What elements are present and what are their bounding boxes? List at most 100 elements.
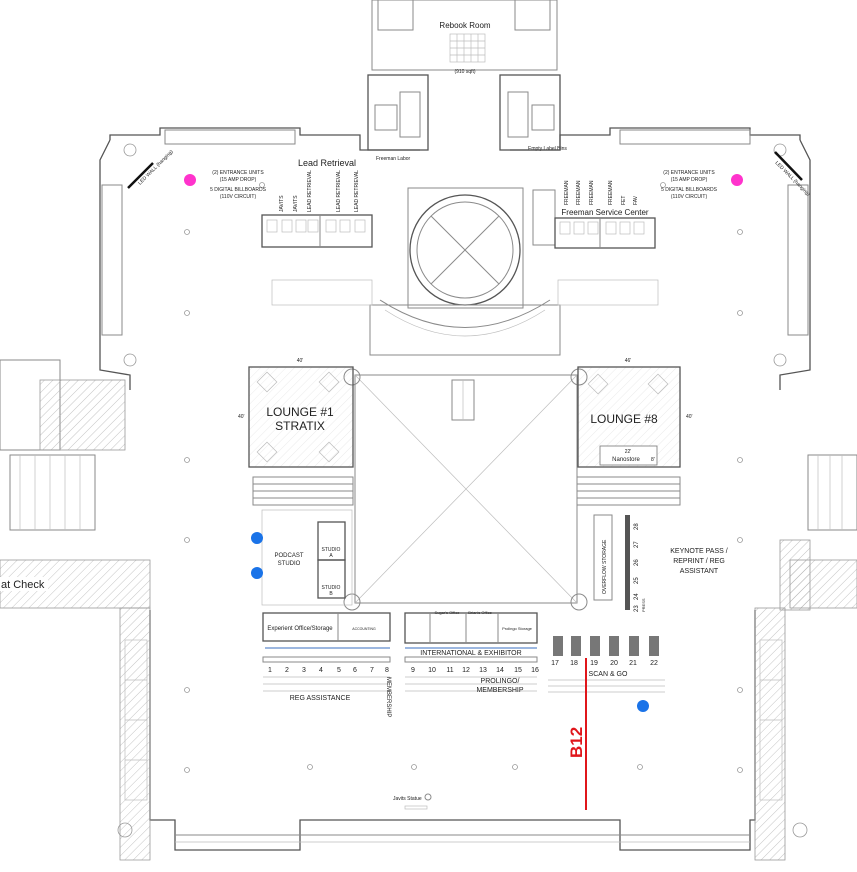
escalators <box>252 476 681 506</box>
svg-text:(15 AMP DROP): (15 AMP DROP) <box>671 177 708 183</box>
overflow-storage[interactable]: OVERFLOW STORAGE <box>593 514 613 601</box>
membership-label: MEMBERSHIP <box>385 677 391 717</box>
freeman-service-center[interactable]: FREEMAN FREEMAN FREEMAN FREEMAN FET FAV … <box>532 180 656 249</box>
svg-text:(110V CIRCUIT): (110V CIRCUIT) <box>671 194 708 200</box>
rotunda <box>271 187 659 421</box>
studio-b-label: STUDIO <box>322 585 341 591</box>
svg-text:PODCAST: PODCAST <box>274 553 303 559</box>
lounge-8[interactable]: 46' 40' LOUNGE #8 22' Nanostore 8' <box>577 358 693 468</box>
svg-text:24: 24 <box>634 593 640 600</box>
entrance-notes-right: (2) ENTRANCE UNITS (15 AMP DROP) 5 DIGIT… <box>661 170 718 200</box>
svg-text:8': 8' <box>651 457 655 463</box>
svg-text:Sugar's Office: Sugar's Office <box>435 610 461 615</box>
b12-route: B12 <box>567 658 587 810</box>
svg-text:FREEMAN: FREEMAN <box>589 180 595 205</box>
svg-text:1: 1 <box>268 667 272 674</box>
svg-text:(15 AMP DROP): (15 AMP DROP) <box>220 177 257 183</box>
svg-text:2: 2 <box>285 667 289 674</box>
svg-text:8: 8 <box>385 667 389 674</box>
svg-text:REPRINT / REG: REPRINT / REG <box>673 558 725 565</box>
lounge-1-sponsor: STRATIX <box>275 419 325 433</box>
svg-text:Brian's Office: Brian's Office <box>468 610 492 615</box>
experient-office[interactable]: Experient Office/Storage ACCOUNTING <box>262 612 391 649</box>
svg-text:46': 46' <box>625 358 632 364</box>
svg-text:6: 6 <box>353 667 357 674</box>
location-markers[interactable] <box>184 174 743 712</box>
empty-label-bins-label: Empty Label Bins <box>528 146 567 152</box>
coat-check-label: at Check <box>1 579 45 591</box>
rebook-room-label: Rebook Room <box>439 21 490 30</box>
svg-text:ASSISTANT: ASSISTANT <box>680 568 719 575</box>
svg-text:ACCOUNTING: ACCOUNTING <box>352 627 376 631</box>
blue-marker <box>637 700 649 712</box>
entrance-notes-left: (2) ENTRANCE UNITS (15 AMP DROP) 5 DIGIT… <box>210 170 267 200</box>
svg-text:Experient Office/Storage: Experient Office/Storage <box>267 626 333 632</box>
svg-text:PROLINGO/: PROLINGO/ <box>481 678 520 685</box>
svg-text:A: A <box>329 553 333 559</box>
b12-label: B12 <box>567 727 586 758</box>
svg-text:10: 10 <box>428 667 436 674</box>
svg-text:FREEMAN: FREEMAN <box>608 180 614 205</box>
svg-text:40': 40' <box>297 358 304 364</box>
svg-text:26: 26 <box>634 559 640 566</box>
svg-text:12: 12 <box>462 667 470 674</box>
studio-a-label: STUDIO <box>322 547 341 553</box>
svg-text:OVERFLOW STORAGE: OVERFLOW STORAGE <box>602 539 608 594</box>
lead-retrieval-area[interactable]: Lead Retrieval JAVITS JAVITS LEAD RETRIE… <box>261 158 373 248</box>
svg-text:(110V CIRCUIT): (110V CIRCUIT) <box>220 194 257 200</box>
svg-text:LED WALL (hanging): LED WALL (hanging) <box>137 149 175 187</box>
lounge-1[interactable]: 40' 40' LOUNGE #1 STRATIX <box>238 358 354 468</box>
svg-text:40': 40' <box>686 414 693 420</box>
magenta-marker <box>184 174 196 186</box>
svg-text:20: 20 <box>610 660 618 667</box>
rebook-room[interactable]: Rebook Room (910 sqft) <box>371 0 558 75</box>
svg-text:7: 7 <box>370 667 374 674</box>
international-offices[interactable]: Sugar's Office Brian's Office Prolingo S… <box>404 610 538 657</box>
blue-marker <box>251 532 263 544</box>
svg-text:LEAD RETRIEVAL: LEAD RETRIEVAL <box>354 170 360 212</box>
svg-text:19: 19 <box>590 660 598 667</box>
rebook-room-area: (910 sqft) <box>454 69 475 75</box>
svg-text:16: 16 <box>531 667 539 674</box>
svg-text:B: B <box>329 591 333 597</box>
atrium <box>343 368 588 611</box>
svg-text:LED WALL (hanging): LED WALL (hanging) <box>774 160 812 198</box>
international-exhibitor-label: INTERNATIONAL & EXHIBITOR <box>420 650 521 657</box>
svg-text:21: 21 <box>629 660 637 667</box>
svg-text:FREEMAN: FREEMAN <box>564 180 570 205</box>
svg-text:17: 17 <box>551 660 559 667</box>
svg-text:22': 22' <box>625 449 632 455</box>
reg-assistance-label: REG ASSISTANCE <box>290 695 351 702</box>
magenta-marker <box>731 174 743 186</box>
left-structure: at Check <box>0 359 151 861</box>
lead-retrieval-label: Lead Retrieval <box>298 158 356 168</box>
right-structure <box>754 454 857 861</box>
svg-text:22: 22 <box>650 660 658 667</box>
svg-text:13: 13 <box>479 667 487 674</box>
blue-marker <box>251 567 263 579</box>
scan-go-label: SCAN & GO <box>589 671 628 678</box>
led-wall-left: LED WALL (hanging) <box>127 149 175 189</box>
svg-text:Nanostore: Nanostore <box>612 457 640 463</box>
svg-text:4: 4 <box>319 667 323 674</box>
lounge-8-title: LOUNGE #8 <box>590 412 658 426</box>
svg-text:3: 3 <box>302 667 306 674</box>
svg-text:(2) ENTRANCE UNITS: (2) ENTRANCE UNITS <box>212 170 264 176</box>
podcast-studio[interactable]: PODCAST STUDIO STUDIO A STUDIO B <box>261 509 353 606</box>
nanostore[interactable]: 22' Nanostore 8' <box>599 445 658 466</box>
press-label: PRESS <box>641 598 646 612</box>
scan-and-go[interactable]: 17 18 19 20 21 22 SCAN & GO <box>551 636 659 678</box>
svg-text:11: 11 <box>446 667 453 674</box>
svg-text:MEMBERSHIP: MEMBERSHIP <box>476 687 523 694</box>
svg-text:JAVITS: JAVITS <box>279 195 285 212</box>
svg-text:FREEMAN: FREEMAN <box>576 180 582 205</box>
svg-text:(2) ENTRANCE UNITS: (2) ENTRANCE UNITS <box>663 170 715 176</box>
svg-text:Freeman Service Center: Freeman Service Center <box>561 208 648 217</box>
freeman-labor-label: Freeman Labor <box>376 156 411 162</box>
svg-text:14: 14 <box>496 667 504 674</box>
svg-text:LEAD RETRIEVAL: LEAD RETRIEVAL <box>336 170 342 212</box>
hall-walls <box>99 127 811 851</box>
svg-text:5 DIGITAL BILLBOARDS: 5 DIGITAL BILLBOARDS <box>210 187 267 193</box>
press-counters: 28 27 26 25 24 23 PRESS <box>625 515 646 612</box>
